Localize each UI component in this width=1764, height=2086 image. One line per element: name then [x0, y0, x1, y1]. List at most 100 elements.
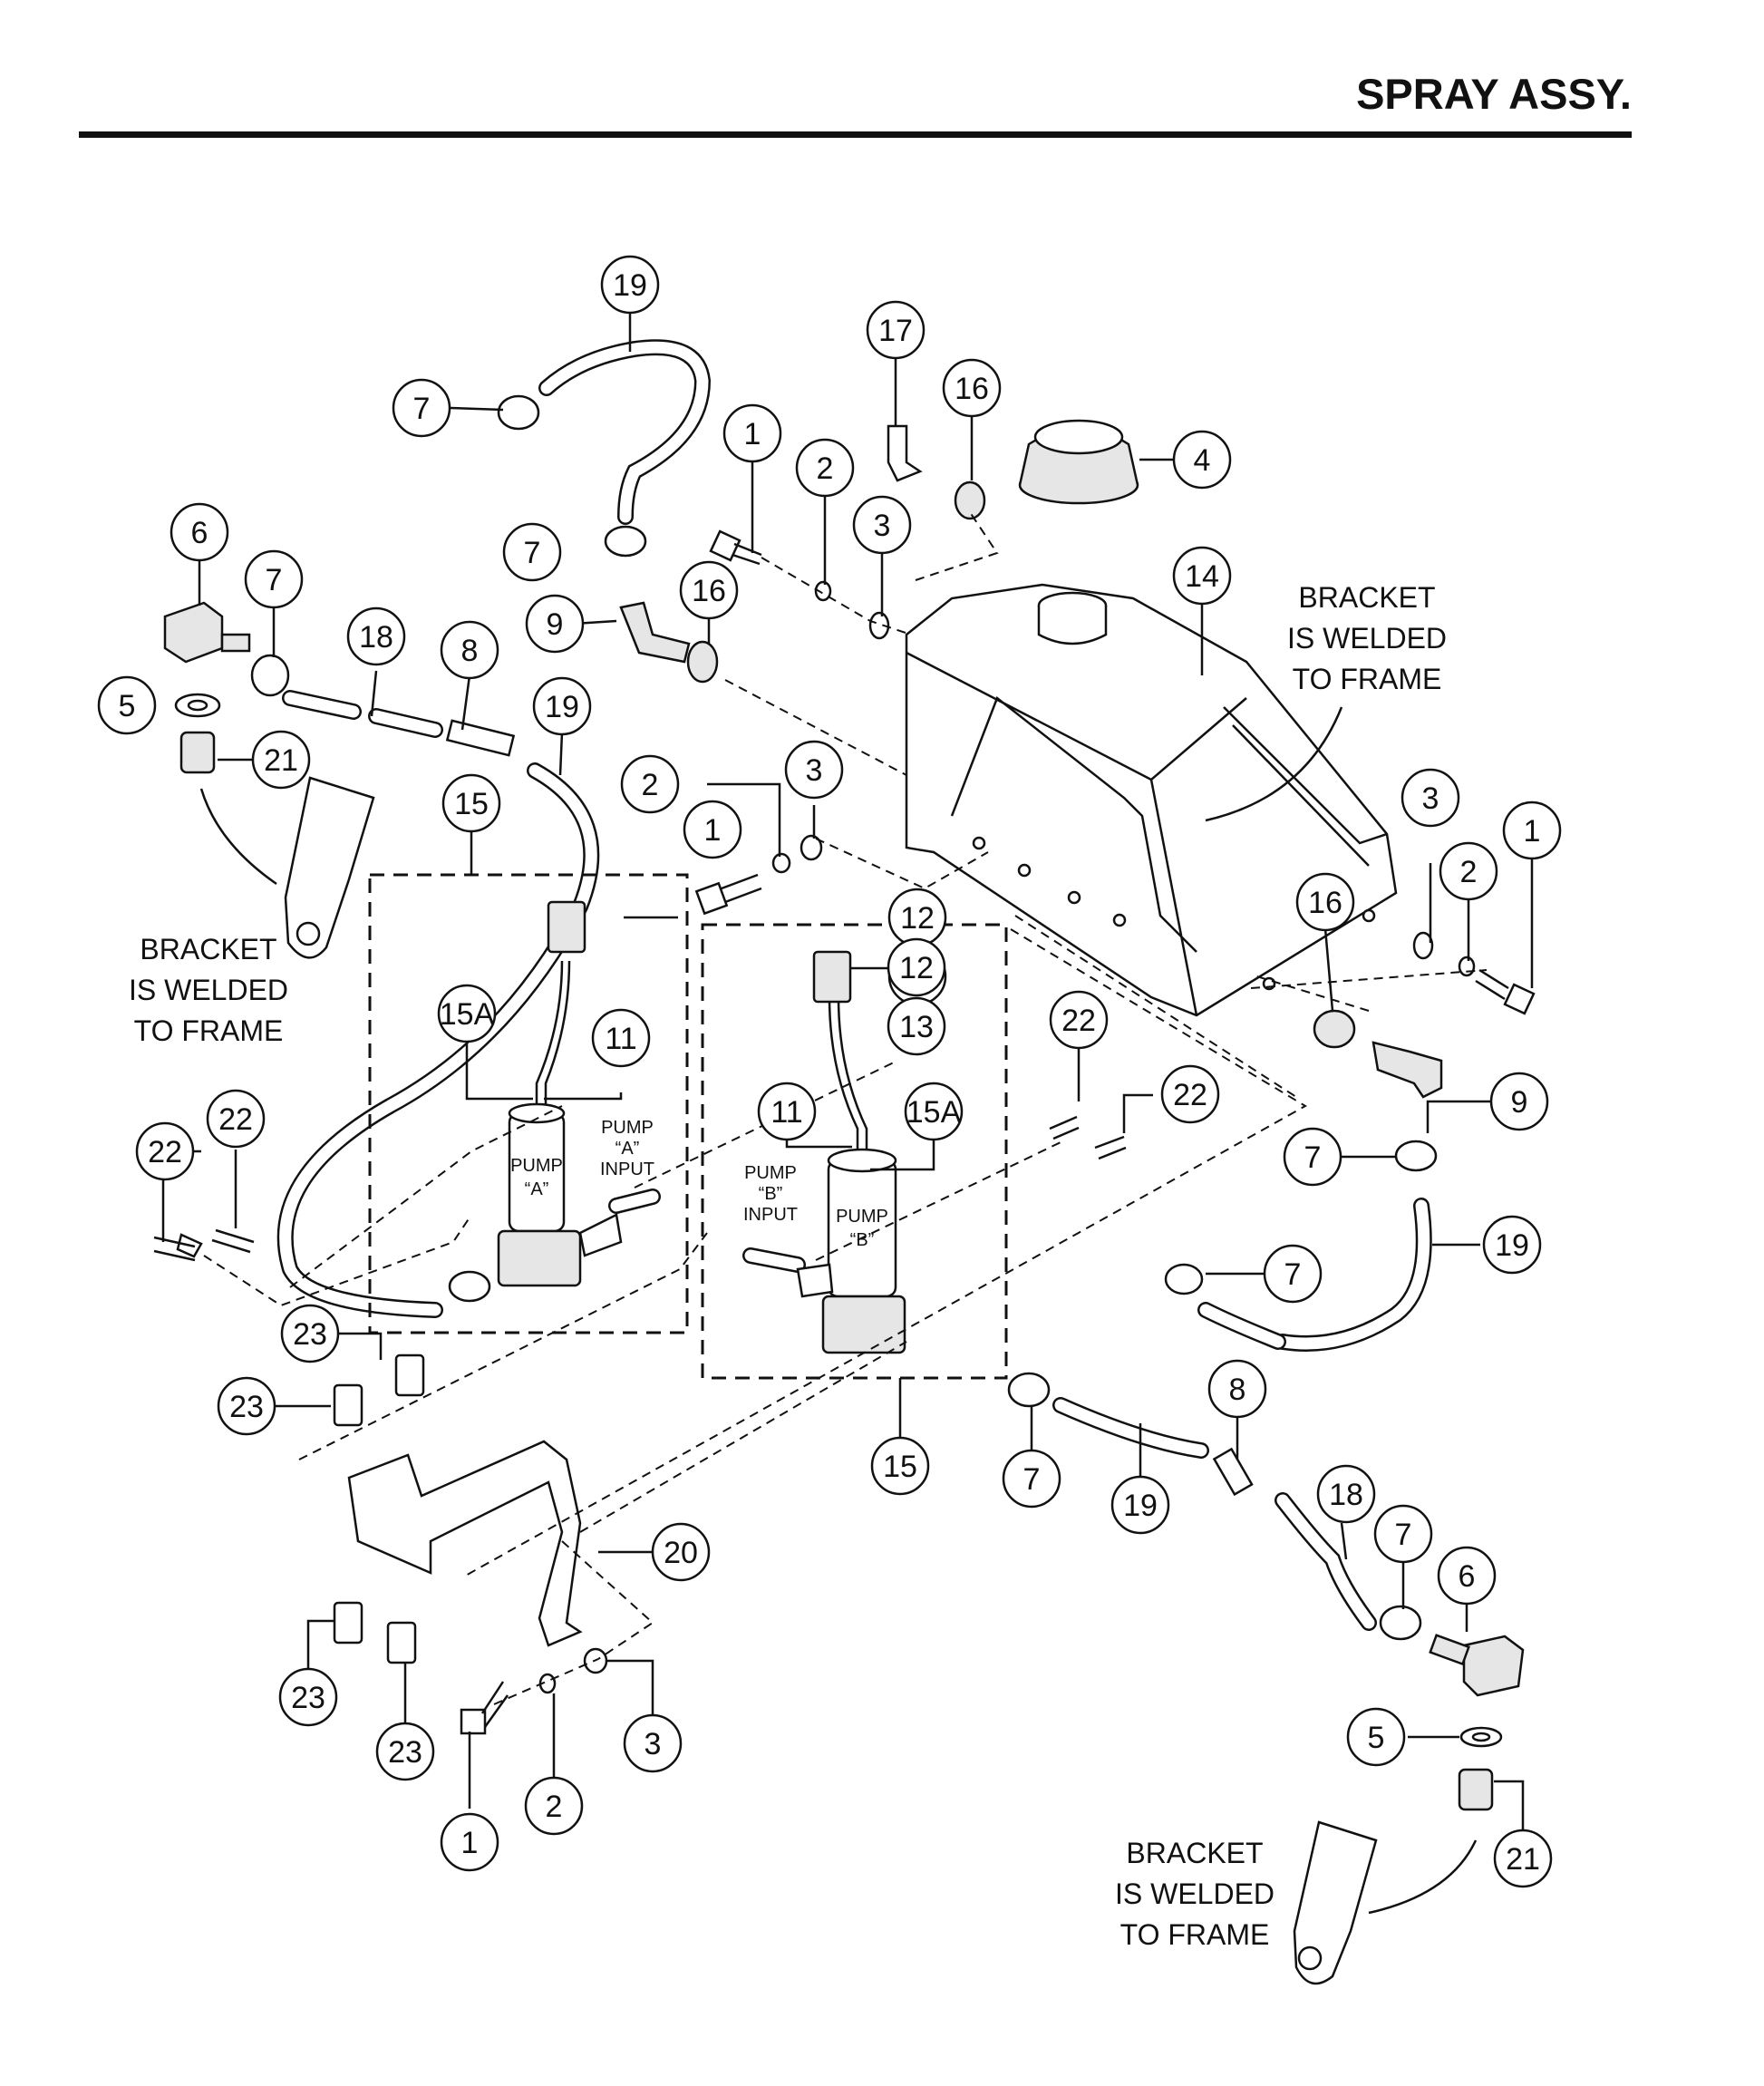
callout-numbers: 19717161243677916141885192115231121315A1… [97, 255, 1562, 1888]
pump-a-label-line1: PUMP [510, 1156, 563, 1176]
callout-20: 20 [651, 1522, 711, 1582]
callout-label: 2 [1460, 855, 1478, 889]
callout-circle [375, 1722, 435, 1781]
callout-label: 23 [229, 1390, 264, 1424]
pump-b-input-line3: INPUT [743, 1205, 798, 1225]
callout-label: 5 [119, 689, 136, 723]
callout-label: 16 [1308, 886, 1342, 920]
callout-label: 1 [704, 813, 722, 848]
callout-circle [620, 754, 680, 814]
callout-label: 22 [148, 1135, 182, 1169]
callout-2: 2 [524, 1776, 584, 1836]
callout-circle [1283, 1127, 1342, 1187]
callout-21: 21 [251, 730, 311, 790]
callout-21: 21 [1493, 1829, 1553, 1888]
callout-label: 15 [883, 1450, 917, 1484]
callout-label: 16 [692, 574, 726, 608]
callout-label: 11 [605, 1022, 636, 1056]
callout-label: 21 [1506, 1842, 1540, 1877]
callout-label: 4 [1194, 443, 1211, 478]
callout-label: 1 [744, 417, 761, 451]
callout-circle [525, 594, 585, 654]
callout-22: 22 [1049, 990, 1109, 1050]
callout-label: 7 [1023, 1462, 1041, 1497]
note-bracket-welded-bottom: BRACKET IS WELDED TO FRAME [1115, 1837, 1275, 1951]
callout-label: 3 [874, 509, 891, 543]
pump-a: PUMP “A” PUMP “A” INPUT [497, 900, 654, 1287]
callout-3: 3 [623, 1713, 683, 1773]
callout-circle [346, 606, 406, 666]
welded-bracket-right [1293, 1820, 1478, 1985]
callout-leaders [161, 314, 1534, 1840]
callout-circle [651, 1522, 711, 1582]
callout-circle [722, 403, 782, 463]
callout-22: 22 [135, 1121, 195, 1181]
callout-18: 18 [346, 606, 406, 666]
callout-circle [532, 676, 592, 736]
callout-circle [591, 1008, 651, 1068]
callout-circle [1207, 1359, 1267, 1419]
callout-7: 7 [502, 522, 562, 582]
callout-3: 3 [1401, 768, 1460, 828]
callout-label: 14 [1185, 559, 1219, 594]
pump-a-input-line2: “A” [615, 1139, 640, 1159]
callout-2: 2 [620, 754, 680, 814]
svg-text:IS WELDED: IS WELDED [1115, 1877, 1275, 1910]
callout-16: 16 [942, 358, 1002, 418]
note-bracket-welded-right: BRACKET IS WELDED TO FRAME [1205, 581, 1447, 822]
callout-circle [757, 1082, 817, 1141]
callout-19: 19 [1482, 1215, 1542, 1275]
callout-circle [1346, 1707, 1406, 1767]
svg-text:IS WELDED: IS WELDED [129, 974, 288, 1006]
callout-circle [251, 730, 311, 790]
callout-11: 11 [591, 1008, 651, 1068]
callout-3: 3 [852, 495, 912, 555]
hardware [153, 394, 1536, 1811]
pump-a-group-box [368, 873, 689, 1334]
callout-circle [866, 300, 926, 360]
callout-circle [942, 358, 1002, 418]
callout-23: 23 [278, 1667, 338, 1727]
callout-label: 3 [645, 1727, 662, 1761]
callout-label: 3 [806, 753, 823, 788]
callout-16: 16 [1295, 872, 1355, 932]
callout-circle [600, 255, 660, 315]
callout-19: 19 [600, 255, 660, 315]
callout-circle [1160, 1064, 1220, 1124]
pump-a-input-line3: INPUT [600, 1159, 654, 1179]
callout-label: 17 [878, 314, 913, 348]
callout-circle [1172, 430, 1232, 490]
callout-circle [904, 1082, 964, 1141]
callout-22: 22 [206, 1089, 266, 1149]
svg-text:TO FRAME: TO FRAME [134, 1014, 284, 1047]
callout-circle [135, 1121, 195, 1181]
callout-circle [1482, 1215, 1542, 1275]
callout-1: 1 [440, 1812, 499, 1872]
callout-circle [623, 1713, 683, 1773]
callout-4: 4 [1172, 430, 1232, 490]
callout-17: 17 [866, 300, 926, 360]
callout-8: 8 [1207, 1359, 1267, 1419]
callout-label: 23 [291, 1681, 325, 1715]
callout-circle [887, 996, 946, 1056]
welded-bracket-left [199, 776, 375, 959]
callout-16: 16 [679, 560, 739, 620]
svg-text:TO FRAME: TO FRAME [1293, 663, 1442, 695]
callout-label: 12 [900, 901, 935, 936]
svg-text:BRACKET: BRACKET [140, 933, 276, 965]
pump-b-input-line2: “B” [759, 1184, 783, 1204]
callout-label: 23 [293, 1317, 327, 1352]
callout-circle [679, 560, 739, 620]
callout-23: 23 [280, 1304, 340, 1363]
callout-7: 7 [244, 549, 304, 609]
callout-15: 15 [441, 773, 501, 833]
callout-circle [1437, 1546, 1497, 1606]
callout-label: 8 [461, 634, 479, 668]
callout-19: 19 [532, 676, 592, 736]
svg-text:BRACKET: BRACKET [1126, 1837, 1263, 1869]
callout-1: 1 [722, 403, 782, 463]
callout-label: 12 [899, 951, 934, 985]
note-bracket-welded-left: BRACKET IS WELDED TO FRAME [129, 933, 288, 1047]
callout-5: 5 [1346, 1707, 1406, 1767]
callout-label: 19 [1495, 1228, 1529, 1263]
